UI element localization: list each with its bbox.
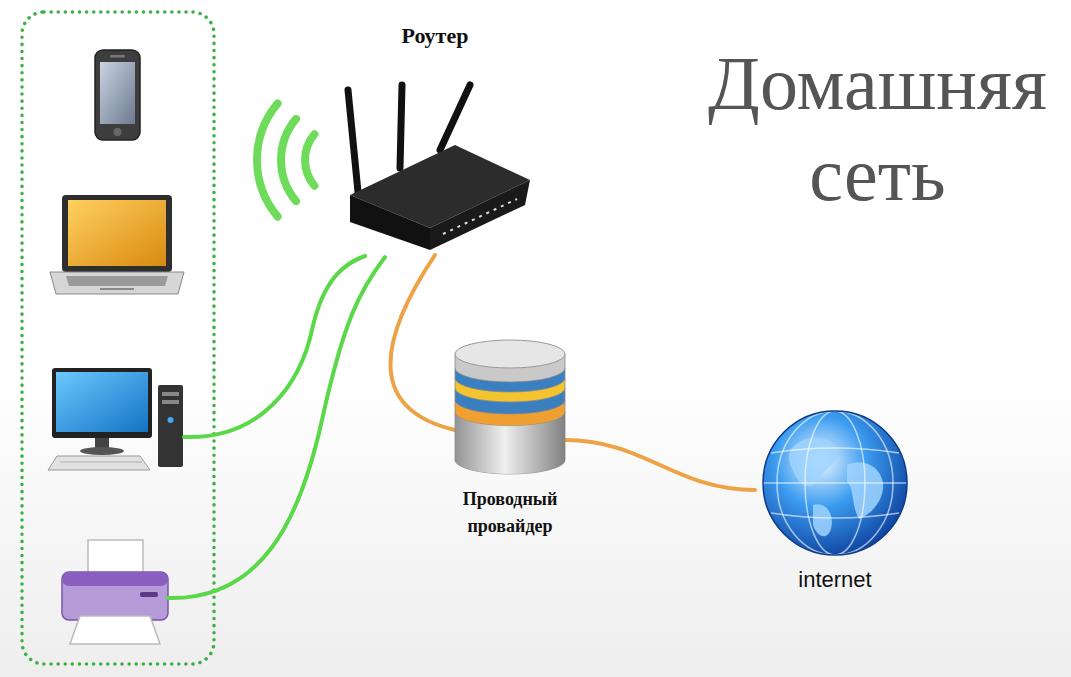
server-picture-part <box>455 340 565 368</box>
desktop-icon-part <box>162 392 179 396</box>
globe-picture-part-part <box>771 448 899 453</box>
desktop-icon-part <box>168 417 174 423</box>
desktop-icon-part <box>162 400 179 404</box>
globe-picture-part-part <box>813 504 832 536</box>
router-picture <box>335 15 535 255</box>
lan-cables <box>168 256 385 598</box>
provider-node: Проводный провайдер <box>455 340 565 555</box>
phone-icon-part <box>110 55 125 58</box>
globe-picture-part-part <box>789 438 838 486</box>
printer-icon <box>62 540 168 644</box>
desktop-icon <box>48 368 183 470</box>
router-picture-part-part <box>348 90 358 192</box>
text-row: Проводный провайдер <box>455 486 565 540</box>
laptop-icon-part <box>100 288 134 290</box>
wifi-waves-part <box>305 134 314 185</box>
printer-icon-part <box>70 616 160 644</box>
laptop-icon-part <box>66 276 168 286</box>
server-picture-part <box>455 412 565 474</box>
router-picture-part-part <box>440 85 470 150</box>
text-row: Роутер <box>335 19 535 52</box>
printer-icon-part <box>140 592 158 597</box>
cable-connector <box>565 440 755 490</box>
wifi-waves-part <box>257 103 278 216</box>
router-node: Роутер <box>335 15 535 255</box>
cable-connector <box>390 255 455 430</box>
globe-picture-part <box>763 411 907 555</box>
router-picture-part <box>443 199 517 234</box>
globe-picture-part <box>789 438 883 536</box>
desktop-icon-part <box>158 385 183 467</box>
desktop-icon-part <box>80 447 124 455</box>
laptop-icon-part <box>62 195 172 272</box>
desktop-icon-part <box>60 462 142 463</box>
device-group-outline <box>22 12 214 664</box>
wifi-waves <box>257 103 314 216</box>
wifi-waves-part <box>281 119 296 201</box>
phone-icon-part <box>114 128 122 136</box>
printer-icon-part <box>62 572 168 620</box>
globe-picture-part <box>763 411 907 555</box>
node-label: internet <box>798 563 871 596</box>
phone-icon-part <box>95 50 140 140</box>
desktop-icon-part <box>56 372 148 432</box>
phone-icon-part <box>100 62 135 124</box>
text-row: internet <box>755 563 915 596</box>
globe-picture-part-part <box>763 482 907 484</box>
laptop-icon <box>50 195 184 294</box>
globe-picture-part-part <box>771 513 899 518</box>
internet-node: internet <box>755 395 915 605</box>
phone-icon <box>95 50 140 140</box>
desktop-icon-part <box>52 368 152 438</box>
lan-cables-part <box>168 257 385 598</box>
lan-cables-part <box>184 256 365 437</box>
router-picture-part-part <box>400 85 402 168</box>
node-label: Роутер <box>402 19 469 52</box>
printer-icon-part <box>62 572 168 586</box>
node-label: Проводный провайдер <box>457 486 563 540</box>
globe-picture-part <box>763 411 907 555</box>
router-picture-part <box>350 195 430 250</box>
laptop-icon-part <box>50 272 184 294</box>
desktop-icon-part <box>48 456 150 470</box>
router-picture-part <box>430 180 530 250</box>
diagram-title: Домашняя сеть <box>690 38 1065 220</box>
laptop-icon-part <box>68 200 166 266</box>
